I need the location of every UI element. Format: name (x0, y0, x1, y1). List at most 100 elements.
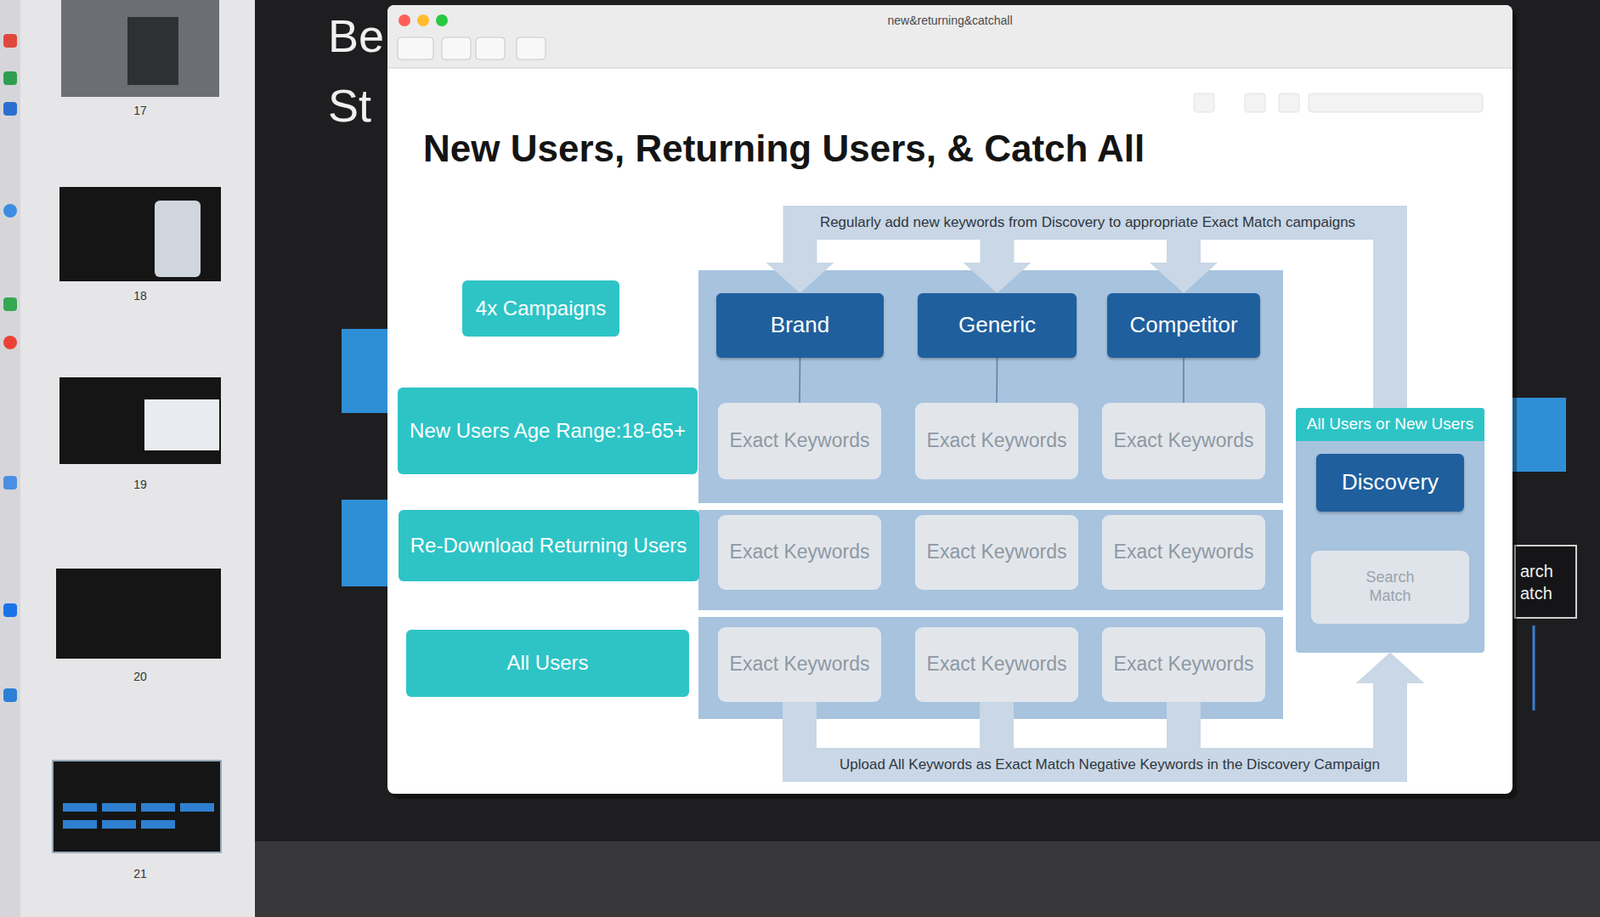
thumbnail-figure (62, 802, 97, 812)
box-label: Competitor (1129, 311, 1238, 339)
box-label: Exact Keywords (729, 652, 871, 677)
search-field (1308, 93, 1483, 113)
keyword-box: Exact Keywords (915, 627, 1079, 702)
connector-path (1182, 357, 1185, 403)
connector-path (995, 357, 998, 403)
box-label: Exact Keywords (1113, 540, 1255, 565)
keyword-box: Exact Keywords (915, 402, 1079, 480)
slide-number: 20 (133, 669, 147, 685)
discovery-panel: All Users or New UsersDiscoverySearch Ma… (1295, 407, 1485, 653)
connector-line (996, 357, 999, 403)
minimize-button (417, 14, 430, 27)
dock-icon (3, 603, 17, 617)
slide-thumbnail (56, 568, 221, 659)
arrowhead (963, 262, 1032, 294)
close-button (398, 14, 411, 27)
thumbnail-figure (144, 399, 220, 451)
zoom-button (435, 14, 448, 27)
dock-icon (3, 297, 17, 311)
slide-thumbnail (59, 377, 221, 464)
search-match-box: Search Match (1311, 550, 1470, 624)
box-label: 4x Campaigns (475, 296, 606, 322)
thumbnail-figure (101, 819, 136, 829)
toolbar-button (441, 37, 471, 60)
box-label: Exact Keywords (927, 429, 1068, 453)
background-slide-box (341, 499, 388, 587)
box-label: Brand (770, 311, 830, 339)
box-label: All Users (506, 650, 588, 676)
arrowhead (1356, 652, 1425, 684)
toolbar-button (516, 37, 546, 60)
slide-text-fragment: atch (1520, 582, 1553, 604)
titlebar-border (387, 67, 1513, 69)
box-label: Discovery (1341, 469, 1439, 496)
panel-heading: All Users or New Users (1295, 407, 1485, 441)
slide-number: 19 (133, 477, 147, 492)
thumbnail-figure (180, 802, 215, 812)
preview-window (387, 5, 1513, 794)
bottom-toolbar (254, 841, 1600, 917)
keyword-group-header: Generic (917, 293, 1077, 358)
audience-box: New Users Age Range:18-65+ (397, 387, 698, 475)
keyword-box: Exact Keywords (915, 514, 1079, 590)
box-label: New Users Age Range:18-65+ (409, 418, 686, 444)
box-label: Search Match (1356, 568, 1425, 605)
discovery-header: Discovery (1316, 453, 1465, 512)
dock-icon (3, 688, 17, 702)
campaign-row-band (698, 270, 1284, 504)
annotation-note: Regularly add new keywords from Discover… (814, 213, 1361, 232)
slide-thumbnail (61, 0, 220, 97)
box-label: Exact Keywords (729, 429, 871, 453)
slide-number: 17 (133, 103, 147, 119)
connector-line (799, 357, 802, 403)
markup-tool (1193, 93, 1215, 113)
markup-tool (1278, 93, 1300, 113)
background-slide-box (1512, 397, 1567, 472)
keyword-box: Exact Keywords (1102, 514, 1266, 590)
dock (0, 0, 21, 917)
box-label: Re-Download Returning Users (410, 533, 687, 559)
keyword-box: Exact Keywords (718, 514, 882, 590)
annotation-note: Upload All Keywords as Exact Match Negat… (834, 755, 1386, 775)
arrowhead (1149, 262, 1218, 294)
dock-icon (3, 33, 17, 48)
window-titlebar (387, 50, 1513, 68)
background-slide-box (1515, 545, 1577, 618)
keyword-group-header: Brand (716, 293, 884, 358)
keyword-box: Exact Keywords (718, 402, 882, 480)
connector-line (1183, 357, 1185, 403)
thumbnail-figure (62, 819, 97, 829)
thumbnail-figure (101, 802, 136, 812)
campaign-count-box: 4x Campaigns (462, 280, 620, 337)
box-label: Exact Keywords (729, 540, 871, 565)
slide-thumbnail (59, 186, 221, 282)
dock-icon (3, 101, 17, 116)
connector-path (799, 683, 1391, 765)
dock-icon (3, 71, 17, 85)
toolbar-button (397, 37, 434, 60)
keyword-box: Exact Keywords (718, 627, 882, 702)
arrowhead (766, 262, 835, 294)
background-slide-line (1532, 625, 1536, 711)
slide-title-fragment: St (327, 78, 372, 134)
arrowhead (1356, 652, 1425, 684)
box-label: Generic (958, 311, 1036, 339)
toolbar-button (475, 37, 505, 60)
slide-number: 21 (133, 866, 147, 882)
thumbnail-figure (127, 16, 179, 85)
background-slide-box (341, 328, 388, 413)
dock-icon (3, 335, 17, 350)
slide-thumbnail (52, 760, 221, 853)
box-label: Exact Keywords (927, 652, 1068, 677)
slide-sidebar (20, 0, 255, 917)
box-label: Exact Keywords (927, 540, 1068, 565)
markup-tool (1244, 93, 1266, 113)
slide-text-fragment: arch (1520, 560, 1554, 582)
thumbnail-figure (141, 802, 176, 812)
window-title: new&returning&catchall (887, 13, 1013, 29)
window-titlebar (387, 5, 1513, 68)
thumbnail-figure (154, 200, 201, 278)
